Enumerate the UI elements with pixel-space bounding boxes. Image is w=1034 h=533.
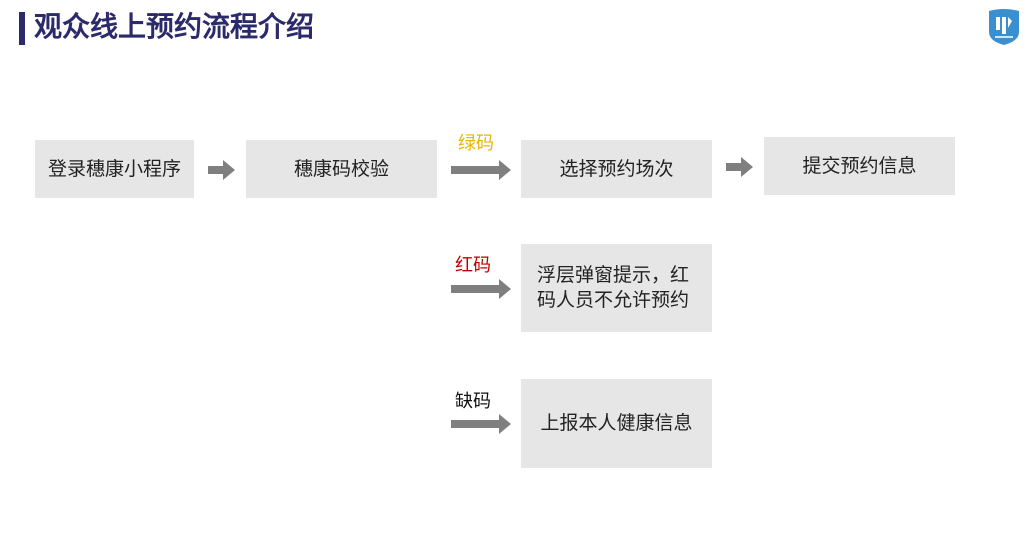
step-login: 登录穗康小程序 (35, 140, 194, 198)
page-title: 观众线上预约流程介绍 (34, 10, 315, 43)
step-verify: 穗康码校验 (246, 140, 437, 198)
logo-shield-icon (989, 9, 1019, 45)
label-green-code: 绿码 (458, 133, 494, 154)
title-accent-bar (19, 12, 25, 45)
step-submit: 提交预约信息 (764, 137, 955, 195)
step-select-session: 选择预约场次 (521, 140, 712, 198)
arrow-right-icon (451, 414, 511, 434)
arrow-right-icon (726, 157, 753, 177)
arrow-right-icon (451, 279, 511, 299)
label-missing-code: 缺码 (455, 391, 491, 412)
arrow-right-icon (208, 160, 235, 180)
arrow-right-icon (451, 160, 511, 180)
label-red-code: 红码 (455, 255, 491, 276)
step-red-popup: 浮层弹窗提示，红码人员不允许预约 (521, 244, 712, 332)
step-report-health: 上报本人健康信息 (521, 379, 712, 468)
